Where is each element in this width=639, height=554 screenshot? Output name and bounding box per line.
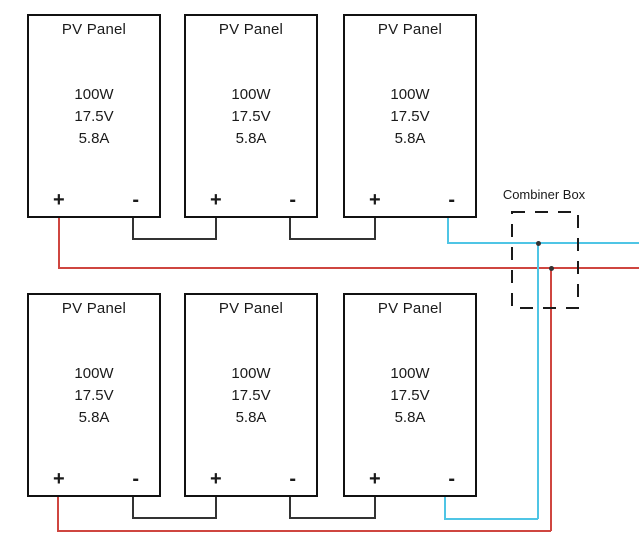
pv-panel-title: PV Panel: [218, 21, 284, 38]
pv-panel-current: 5.8A: [394, 130, 426, 147]
pv-panel-current: 5.8A: [235, 409, 267, 426]
positive-terminal-label: +: [369, 189, 381, 211]
pv-panel-specs: 100W 17.5V 5.8A: [186, 363, 316, 429]
negative-terminal-label: -: [132, 468, 139, 490]
pv-panel-power: 100W: [74, 365, 114, 382]
pv-panel-title: PV Panel: [61, 21, 127, 38]
positive-wire-combiner-vertical: [550, 267, 552, 531]
negative-terminal-label: -: [448, 468, 455, 490]
negative-wire-top-vertical: [447, 218, 449, 243]
pv-panel-voltage: 17.5V: [231, 108, 271, 125]
pv-panel-voltage: 17.5V: [74, 387, 114, 404]
pv-panel: PV Panel 100W 17.5V 5.8A + -: [184, 14, 318, 218]
negative-terminal-label: -: [289, 468, 296, 490]
pv-panel-voltage: 17.5V: [390, 108, 430, 125]
pv-panel-power: 100W: [231, 365, 271, 382]
series-wire-horizontal: [132, 238, 217, 240]
pv-panel-title: PV Panel: [61, 300, 127, 317]
series-wire-vertical: [374, 497, 376, 519]
positive-wire-bottom-vertical: [57, 497, 59, 531]
pv-panel-specs: 100W 17.5V 5.8A: [345, 363, 475, 429]
series-wire-vertical: [374, 218, 376, 240]
series-wire-vertical: [215, 497, 217, 519]
negative-terminal-label: -: [289, 189, 296, 211]
combiner-box-label: Combiner Box: [502, 187, 586, 202]
junction-dot: [536, 241, 541, 246]
positive-terminal-label: +: [53, 468, 65, 490]
positive-terminal-label: +: [53, 189, 65, 211]
pv-panel-title: PV Panel: [218, 300, 284, 317]
pv-panel: PV Panel 100W 17.5V 5.8A + -: [27, 14, 161, 218]
pv-panel-current: 5.8A: [78, 409, 110, 426]
negative-wire-top-horizontal: [447, 242, 639, 244]
pv-panel-title: PV Panel: [377, 300, 443, 317]
positive-terminal-label: +: [210, 468, 222, 490]
negative-wire-bottom-vertical: [444, 497, 446, 519]
positive-terminal-label: +: [210, 189, 222, 211]
pv-panel-specs: 100W 17.5V 5.8A: [29, 84, 159, 150]
series-wire-vertical: [132, 218, 134, 240]
pv-panel-title: PV Panel: [377, 21, 443, 38]
pv-panel: PV Panel 100W 17.5V 5.8A + -: [184, 293, 318, 497]
pv-panel-voltage: 17.5V: [231, 387, 271, 404]
pv-panel-power: 100W: [390, 86, 430, 103]
negative-wire-combiner-vertical: [537, 242, 539, 519]
pv-panel-specs: 100W 17.5V 5.8A: [29, 363, 159, 429]
series-wire-horizontal: [132, 517, 217, 519]
positive-wire-top-horizontal: [58, 267, 639, 269]
positive-wire-top-vertical: [58, 218, 60, 268]
negative-terminal-label: -: [448, 189, 455, 211]
series-wire-vertical: [289, 497, 291, 519]
pv-panel-voltage: 17.5V: [390, 387, 430, 404]
pv-panel-power: 100W: [231, 86, 271, 103]
pv-panel-current: 5.8A: [78, 130, 110, 147]
combiner-box-outline: [511, 211, 579, 309]
pv-panel-power: 100W: [390, 365, 430, 382]
pv-panel-current: 5.8A: [394, 409, 426, 426]
series-wire-vertical: [132, 497, 134, 519]
pv-panel-specs: 100W 17.5V 5.8A: [186, 84, 316, 150]
junction-dot: [549, 266, 554, 271]
pv-panel: PV Panel 100W 17.5V 5.8A + -: [343, 293, 477, 497]
pv-panel: PV Panel 100W 17.5V 5.8A + -: [27, 293, 161, 497]
positive-wire-bottom-horizontal: [57, 530, 551, 532]
positive-terminal-label: +: [369, 468, 381, 490]
series-wire-horizontal: [289, 238, 376, 240]
pv-panel-power: 100W: [74, 86, 114, 103]
series-wire-vertical: [289, 218, 291, 240]
pv-panel-voltage: 17.5V: [74, 108, 114, 125]
series-wire-vertical: [215, 218, 217, 240]
negative-terminal-label: -: [132, 189, 139, 211]
pv-panel: PV Panel 100W 17.5V 5.8A + -: [343, 14, 477, 218]
negative-wire-bottom-horizontal: [444, 518, 538, 520]
pv-panel-specs: 100W 17.5V 5.8A: [345, 84, 475, 150]
series-wire-horizontal: [289, 517, 376, 519]
pv-panel-current: 5.8A: [235, 130, 267, 147]
